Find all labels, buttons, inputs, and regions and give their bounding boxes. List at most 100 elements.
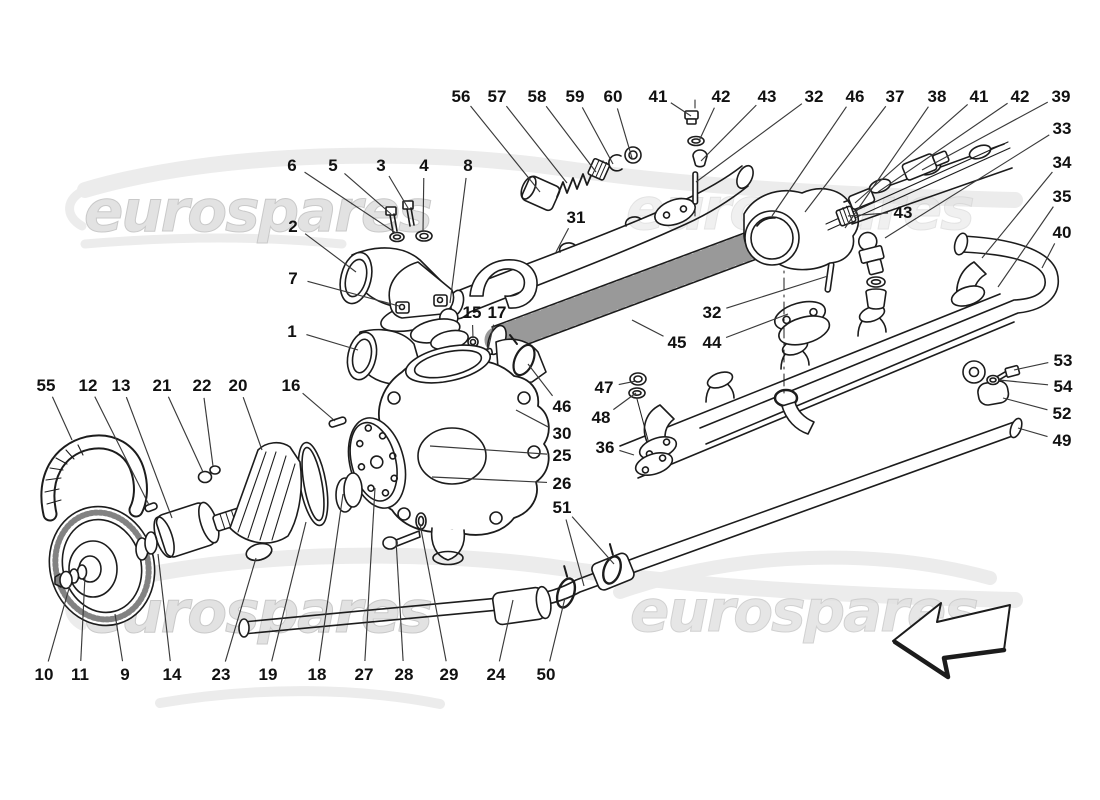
thermostat-housing-drawing [743,141,1013,310]
part-label-52: 52 [1053,404,1072,423]
part-label-35: 35 [1053,187,1072,206]
spring-assembly-drawing [520,146,642,212]
leader-line-26 [431,476,548,483]
part-label-45: 45 [668,333,687,352]
part-label-38: 38 [928,87,947,106]
hose-piece-24 [491,585,552,626]
part-label-15: 15 [463,303,482,322]
leader-line-19 [271,521,307,662]
leader-line-27 [364,487,376,662]
part-label-8: 8 [463,156,472,175]
part-label-5: 5 [328,156,337,175]
part-label-12: 12 [79,376,98,395]
bypass-hose-drawing [699,232,1059,445]
leader-line-42 [877,102,1008,193]
part-label-22: 22 [193,376,212,395]
leader-line-36 [619,449,635,456]
leader-line-46 [527,363,554,397]
part-label-28: 28 [395,665,414,684]
part-label-24: 24 [487,665,506,684]
leader-line-34 [981,171,1053,259]
part-label-57: 57 [488,87,507,106]
leader-line-3 [388,175,409,209]
leader-line-43 [847,212,889,217]
part-label-2: 2 [288,217,297,236]
part-label-43: 43 [894,203,913,222]
part-label-14: 14 [163,665,182,684]
part-label-16: 16 [282,376,301,395]
hose-piece-51 [591,552,635,591]
leader-line-10 [47,584,71,662]
part-label-32: 32 [805,87,824,106]
part-label-46: 46 [846,87,865,106]
leader-line-53 [1013,362,1049,371]
part-label-21: 21 [153,376,172,395]
leader-line-49 [1017,427,1048,438]
leader-line-21 [167,396,204,473]
leader-line-8 [449,177,467,304]
pump-body-drawing [328,344,550,566]
leader-line-28 [395,539,404,662]
leader-line-16 [302,392,336,422]
leader-line-30 [515,409,549,428]
part-label-47: 47 [595,378,614,397]
part-label-4: 4 [419,156,429,175]
leader-line-24 [498,599,514,662]
leader-line-4 [422,177,425,233]
leader-line-23 [224,557,257,662]
part-label-43: 43 [758,87,777,106]
part-label-34: 34 [1053,153,1072,172]
arrow-left-icon [892,602,1011,680]
leader-line-22 [203,397,214,467]
leader-line-56 [470,105,541,193]
leader-line-29 [419,523,447,662]
part-label-1: 1 [287,322,296,341]
leader-line-14 [157,553,171,662]
leader-line-31 [555,228,570,253]
leader-line-5 [344,172,392,215]
part-label-26: 26 [553,474,572,493]
stud-stack-drawing [684,99,708,217]
leader-line-42 [698,107,715,142]
part-label-9: 9 [120,665,129,684]
pulley-drive-drawing [40,434,303,627]
part-label-53: 53 [1054,351,1073,370]
part-label-36: 36 [596,438,615,457]
part-label-39: 39 [1052,87,1071,106]
leader-line-37 [804,105,887,213]
part-label-56: 56 [452,87,471,106]
impeller-drawing [297,417,427,550]
leader-line-46 [771,106,847,217]
part-label-29: 29 [440,665,459,684]
leader-line-58 [545,105,597,173]
part-label-51: 51 [553,498,572,517]
leader-line-51 [565,519,585,587]
hose-clamp-50 [555,565,577,609]
leader-line-11 [80,575,86,662]
leader-line-17 [487,324,495,351]
leader-line-6 [304,171,397,234]
part-label-41: 41 [970,87,989,106]
leader-line-45 [631,319,664,337]
hose-clamp-51 [602,543,622,585]
part-label-13: 13 [112,376,131,395]
leader-line-59 [581,107,614,165]
leader-line-40 [1041,243,1056,269]
part-label-37: 37 [886,87,905,106]
part-label-60: 60 [604,87,623,106]
leader-line-32 [726,275,829,309]
corrugated-hose-drawing [484,223,786,356]
leader-line-39 [921,101,1049,171]
part-label-20: 20 [229,376,248,395]
leader-line-33 [884,134,1050,239]
lower-manifold-drawing [619,261,1015,479]
part-label-3: 3 [376,156,385,175]
leader-line-48 [613,392,637,411]
leader-line-25 [429,445,548,455]
part-label-18: 18 [308,665,327,684]
part-label-30: 30 [553,424,572,443]
leader-line-52 [1002,397,1048,411]
part-label-23: 23 [212,665,231,684]
leader-line-51b [571,516,615,565]
